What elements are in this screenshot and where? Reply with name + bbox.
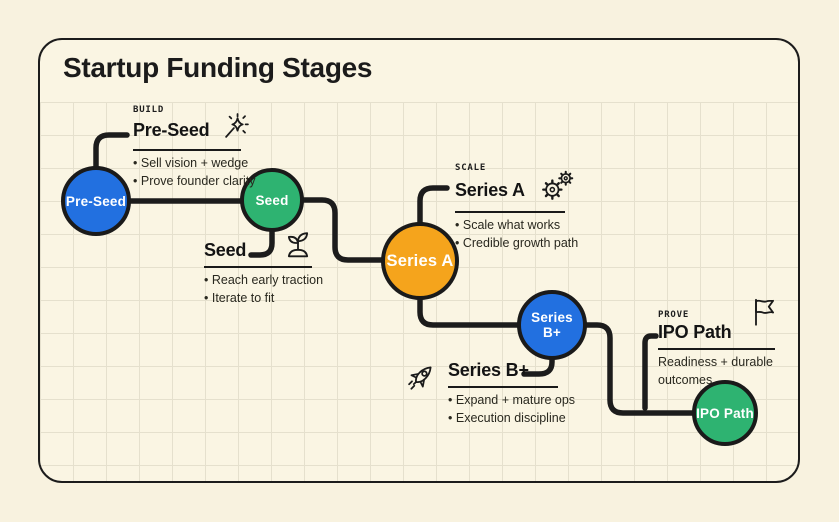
bullet-item: Prove founder clarity [133, 173, 256, 191]
node-label: IPO Path [696, 405, 754, 421]
node-label: Series A [386, 251, 454, 270]
node-label: Series B+ [531, 310, 573, 340]
bullet-item: Scale what works [455, 217, 578, 235]
annotation-seed: Seed Reach early traction Iterate to fit [204, 232, 323, 308]
heading-underline [133, 149, 241, 151]
flag-icon [750, 296, 778, 328]
annotation-series-b-plus: Series B+ Expand + mature ops Execution … [408, 360, 575, 428]
annotation-pre-seed: BUILD Pre-Seed Sell vision + wedge Prove… [133, 105, 256, 191]
bullet-item: Execution discipline [448, 410, 575, 428]
node-series-a: Series A [381, 222, 459, 300]
heading-underline [455, 211, 565, 213]
node-ipo-path: IPO Path [692, 380, 758, 446]
annotation-ipo-path: PROVE IPO Path Readiness + durable outco… [658, 298, 783, 390]
connector-preseed-annotation [93, 132, 130, 173]
node-label: Seed [255, 192, 289, 208]
sparkle-wand-icon [223, 113, 250, 140]
bullet-item: Sell vision + wedge [133, 155, 256, 173]
connector-ipo-annotation [642, 333, 659, 411]
stage-heading: Seed [204, 240, 247, 260]
connector-seed-to-seriesa [298, 197, 387, 263]
stage-description: Readiness + durable outcomes [658, 355, 774, 387]
heading-underline [448, 386, 558, 388]
sprout-icon [284, 231, 312, 259]
connector-seriesb-annotation [521, 354, 555, 377]
connector-seriesa-to-seriesb [417, 294, 522, 328]
stage-heading: Pre-Seed [133, 120, 210, 140]
node-series-b-plus: Series B+ [517, 290, 587, 360]
connector-seriesb-to-ipo [581, 322, 697, 416]
eyebrow-label: SCALE [455, 163, 487, 173]
bullet-item: Credible growth path [455, 235, 578, 253]
eyebrow-label: BUILD [133, 105, 165, 115]
node-pre-seed: Pre-Seed [61, 166, 131, 236]
heading-underline [204, 266, 312, 268]
page-title: Startup Funding Stages [63, 52, 373, 83]
bullet-item: Reach early traction [204, 272, 323, 290]
annotation-series-a: SCALE Series A Scale what works Credible… [455, 163, 578, 253]
stage-heading: IPO Path [658, 322, 732, 342]
bullet-item: Expand + mature ops [448, 392, 575, 410]
node-label: Pre-Seed [65, 193, 127, 209]
stage-heading: Series A [455, 180, 525, 200]
connector-seriesa-annotation [417, 185, 450, 228]
gears-icon [541, 170, 574, 201]
eyebrow-label: PROVE [658, 310, 690, 320]
heading-underline [658, 348, 775, 350]
rocket-icon [406, 361, 437, 392]
stage-heading: Series B+ [448, 360, 529, 380]
connector-seed-annotation [248, 227, 275, 258]
bullet-item: Iterate to fit [204, 290, 323, 308]
